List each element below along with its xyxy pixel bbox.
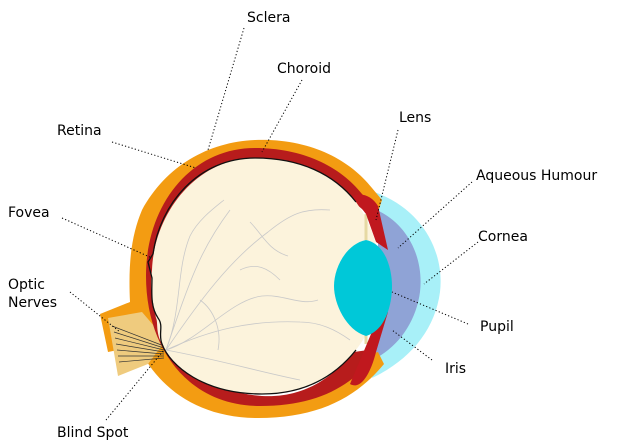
- label-lens: Lens: [399, 110, 431, 126]
- label-pupil: Pupil: [480, 319, 514, 335]
- label-cornea: Cornea: [478, 229, 528, 245]
- label-blind-spot: Blind Spot: [57, 425, 129, 441]
- label-aqueous-humour: Aqueous Humour: [476, 168, 597, 184]
- label-optic-nerves-line1: Optic: [8, 277, 45, 293]
- label-sclera: Sclera: [247, 10, 290, 26]
- label-choroid: Choroid: [277, 61, 331, 77]
- label-optic-nerves-line2: Nerves: [8, 295, 57, 311]
- label-fovea: Fovea: [8, 205, 50, 221]
- label-iris: Iris: [445, 361, 466, 377]
- label-retina: Retina: [57, 123, 102, 139]
